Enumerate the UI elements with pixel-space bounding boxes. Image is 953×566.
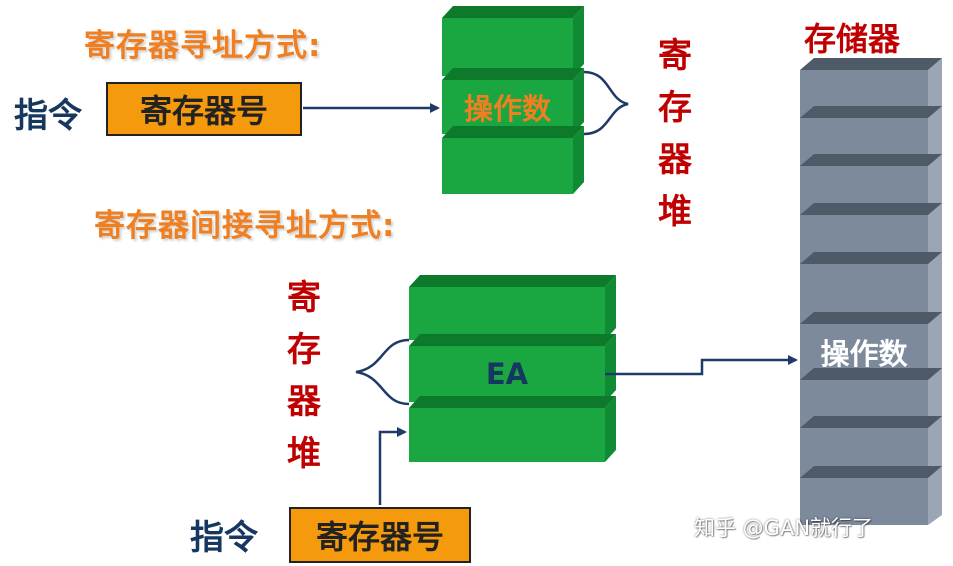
bottom-register-stack-label: 寄存器堆 — [287, 278, 321, 474]
register-indirect-addressing-heading: 寄存器间接寻址方式: — [94, 208, 396, 244]
bottom-stack-block-1 — [409, 275, 616, 340]
bottom-instruction-arrow — [378, 427, 407, 505]
ea-to-memory-arrow — [605, 355, 798, 376]
top-operand-label: 操作数 — [463, 92, 551, 126]
top-register-number-box: 寄存器号 — [106, 82, 302, 136]
memory-operand-label: 操作数 — [820, 337, 908, 371]
bottom-stack-brace — [355, 338, 410, 406]
top-stack-block-2 — [442, 68, 584, 134]
top-stack-block-3 — [442, 126, 584, 194]
bottom-stack-block-2 — [409, 334, 616, 402]
top-register-stack — [442, 6, 584, 194]
memory-cell-dividers — [800, 106, 942, 478]
effective-address-label: EA — [485, 357, 529, 391]
bottom-instruction-label: 指令 — [190, 518, 258, 558]
top-stack-brace — [583, 70, 629, 136]
top-stack-block-1 — [442, 6, 584, 76]
top-register-stack-label: 寄存器堆 — [658, 36, 692, 232]
memory-column — [800, 58, 942, 525]
bottom-stack-block-3 — [409, 396, 616, 462]
watermark: 知乎 @GAN就行了 — [694, 516, 874, 540]
bottom-register-stack — [409, 275, 616, 462]
bottom-register-number-box: 寄存器号 — [289, 507, 471, 563]
top-instruction-label: 指令 — [14, 96, 82, 136]
memory-title: 存储器 — [804, 20, 901, 58]
register-addressing-heading: 寄存器寻址方式: — [84, 28, 322, 64]
